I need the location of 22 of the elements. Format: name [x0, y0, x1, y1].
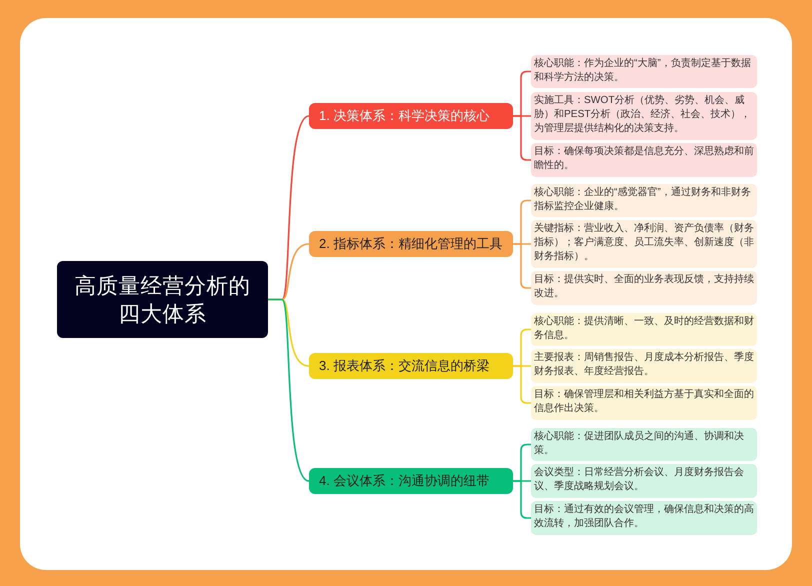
- connector-line: [513, 243, 531, 289]
- note-box: 会议类型：日常经营分析会议、月度财务报告会议、季度战略规划会议。: [531, 464, 757, 498]
- central-topic-box: 高质量经营分析的四大体系: [57, 261, 268, 338]
- note-box: 目标：提供实时、全面的业务表现反馈，支持持续改进。: [531, 271, 757, 305]
- connector-line: [513, 365, 531, 404]
- note-box: 实施工具：SWOT分析（优势、劣势、机会、威胁）和PEST分析（政治、经济、社会、技术），为管理层提供结构化的决策支持。: [531, 92, 757, 140]
- note-box: 核心职能：促进团队成员之间的沟通、协调和决策。: [531, 428, 757, 461]
- note-box: 核心职能：企业的“感觉器官”，通过财务和非财务指标监控企业健康。: [531, 184, 757, 217]
- branch-box: 1. 决策体系：科学决策的核心: [309, 103, 513, 129]
- note-box: 目标：通过有效的会议管理，确保信息和决策的高效流转，加强团队合作。: [531, 501, 757, 535]
- note-box: 目标：确保每项决策都是信息充分、深思熟虑和前瞻性的。: [531, 143, 757, 177]
- connector-line: [268, 298, 310, 482]
- branch-box: 2. 指标体系：精细化管理的工具: [309, 231, 513, 257]
- branch-box: 4. 会议体系：沟通协调的纽带: [309, 468, 513, 494]
- note-box: 目标：确保管理层和相关利益方基于真实和全面的信息作出决策。: [531, 386, 757, 420]
- connector-line: [513, 115, 531, 161]
- note-box: 核心职能：作为企业的“大脑”，负责制定基于数据和科学方法的决策。: [531, 55, 757, 88]
- note-box: 主要报表：周销售报告、月度成本分析报告、季度财务报表、年度经营报告。: [531, 349, 757, 383]
- note-box: 核心职能：提供清晰、一致、及时的经营数据和财务信息。: [531, 313, 757, 346]
- branch-box: 3. 报表体系：交流信息的桥梁: [309, 353, 513, 379]
- connector-line: [513, 480, 531, 519]
- note-box: 关键指标：营业收入、净利润、资产负债率（财务指标）；客户满意度、员工流失率、创新速度（非财务指标）。: [531, 220, 757, 268]
